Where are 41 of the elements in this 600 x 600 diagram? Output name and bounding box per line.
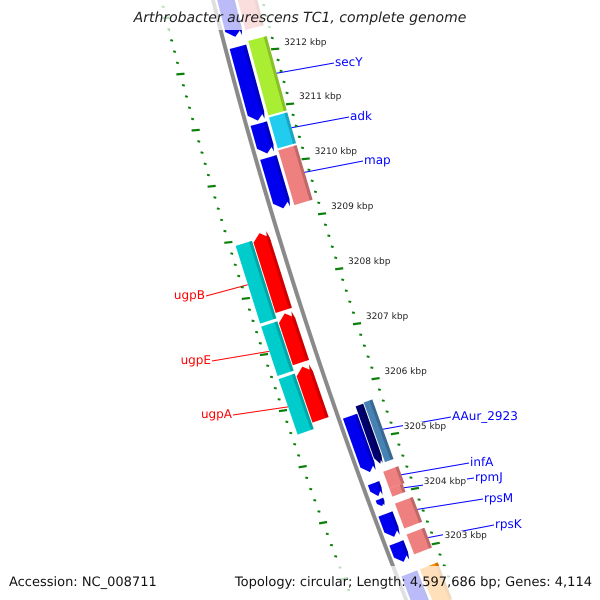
gene-label: adk <box>350 110 372 122</box>
gene-label: secY <box>335 56 363 68</box>
leader-line <box>400 462 470 476</box>
scale-label: 3210 kbp <box>314 147 358 158</box>
gene-block <box>278 374 314 435</box>
gene-label: ugpE <box>180 354 211 366</box>
gene-block <box>389 484 406 497</box>
leader-line <box>291 116 350 128</box>
gene-block <box>394 496 422 528</box>
scale-label: 3208 kbp <box>347 257 392 268</box>
accession-note: Accession: NC_008711 <box>9 576 157 589</box>
gene-label: rpsM <box>484 492 514 504</box>
gene-label: rpmJ <box>475 471 503 483</box>
scale-label: 3206 kbp <box>383 366 428 378</box>
gene-label: map <box>364 154 391 166</box>
scale-label: 3211 kbp <box>298 92 342 104</box>
gene-block <box>236 240 276 324</box>
gene-block <box>364 399 394 462</box>
gene-block <box>261 321 294 376</box>
scale-label: 3209 kbp <box>330 202 374 214</box>
gene-label: ugpA <box>200 408 232 420</box>
gene-block <box>406 528 432 554</box>
leader-line <box>276 62 334 74</box>
leader-line <box>206 284 248 296</box>
leader-line <box>304 160 364 173</box>
leader-line <box>212 350 270 362</box>
scale-label: 3204 kbp <box>422 476 468 488</box>
leader-line <box>232 406 288 416</box>
gene-label: infA <box>470 456 494 468</box>
scale-label: 3205 kbp <box>402 422 448 433</box>
scale-label: 3212 kbp <box>283 38 328 49</box>
title: Arthrobacter aurescens TC1, complete genome <box>134 11 466 25</box>
gene-label: rpsK <box>495 518 522 530</box>
gene-block <box>268 112 296 148</box>
gene-block <box>278 145 313 206</box>
leader-line <box>416 498 484 510</box>
scale-label: 3203 kbp <box>443 531 488 542</box>
scale-label: 3207 kbp <box>364 312 410 323</box>
gene-label: ugpB <box>174 289 205 301</box>
genome-info-note: Topology: circular; Length: 4,597,686 bp; Genes: 4,114 <box>234 576 592 589</box>
gene-label: AAur_2923 <box>452 410 518 422</box>
